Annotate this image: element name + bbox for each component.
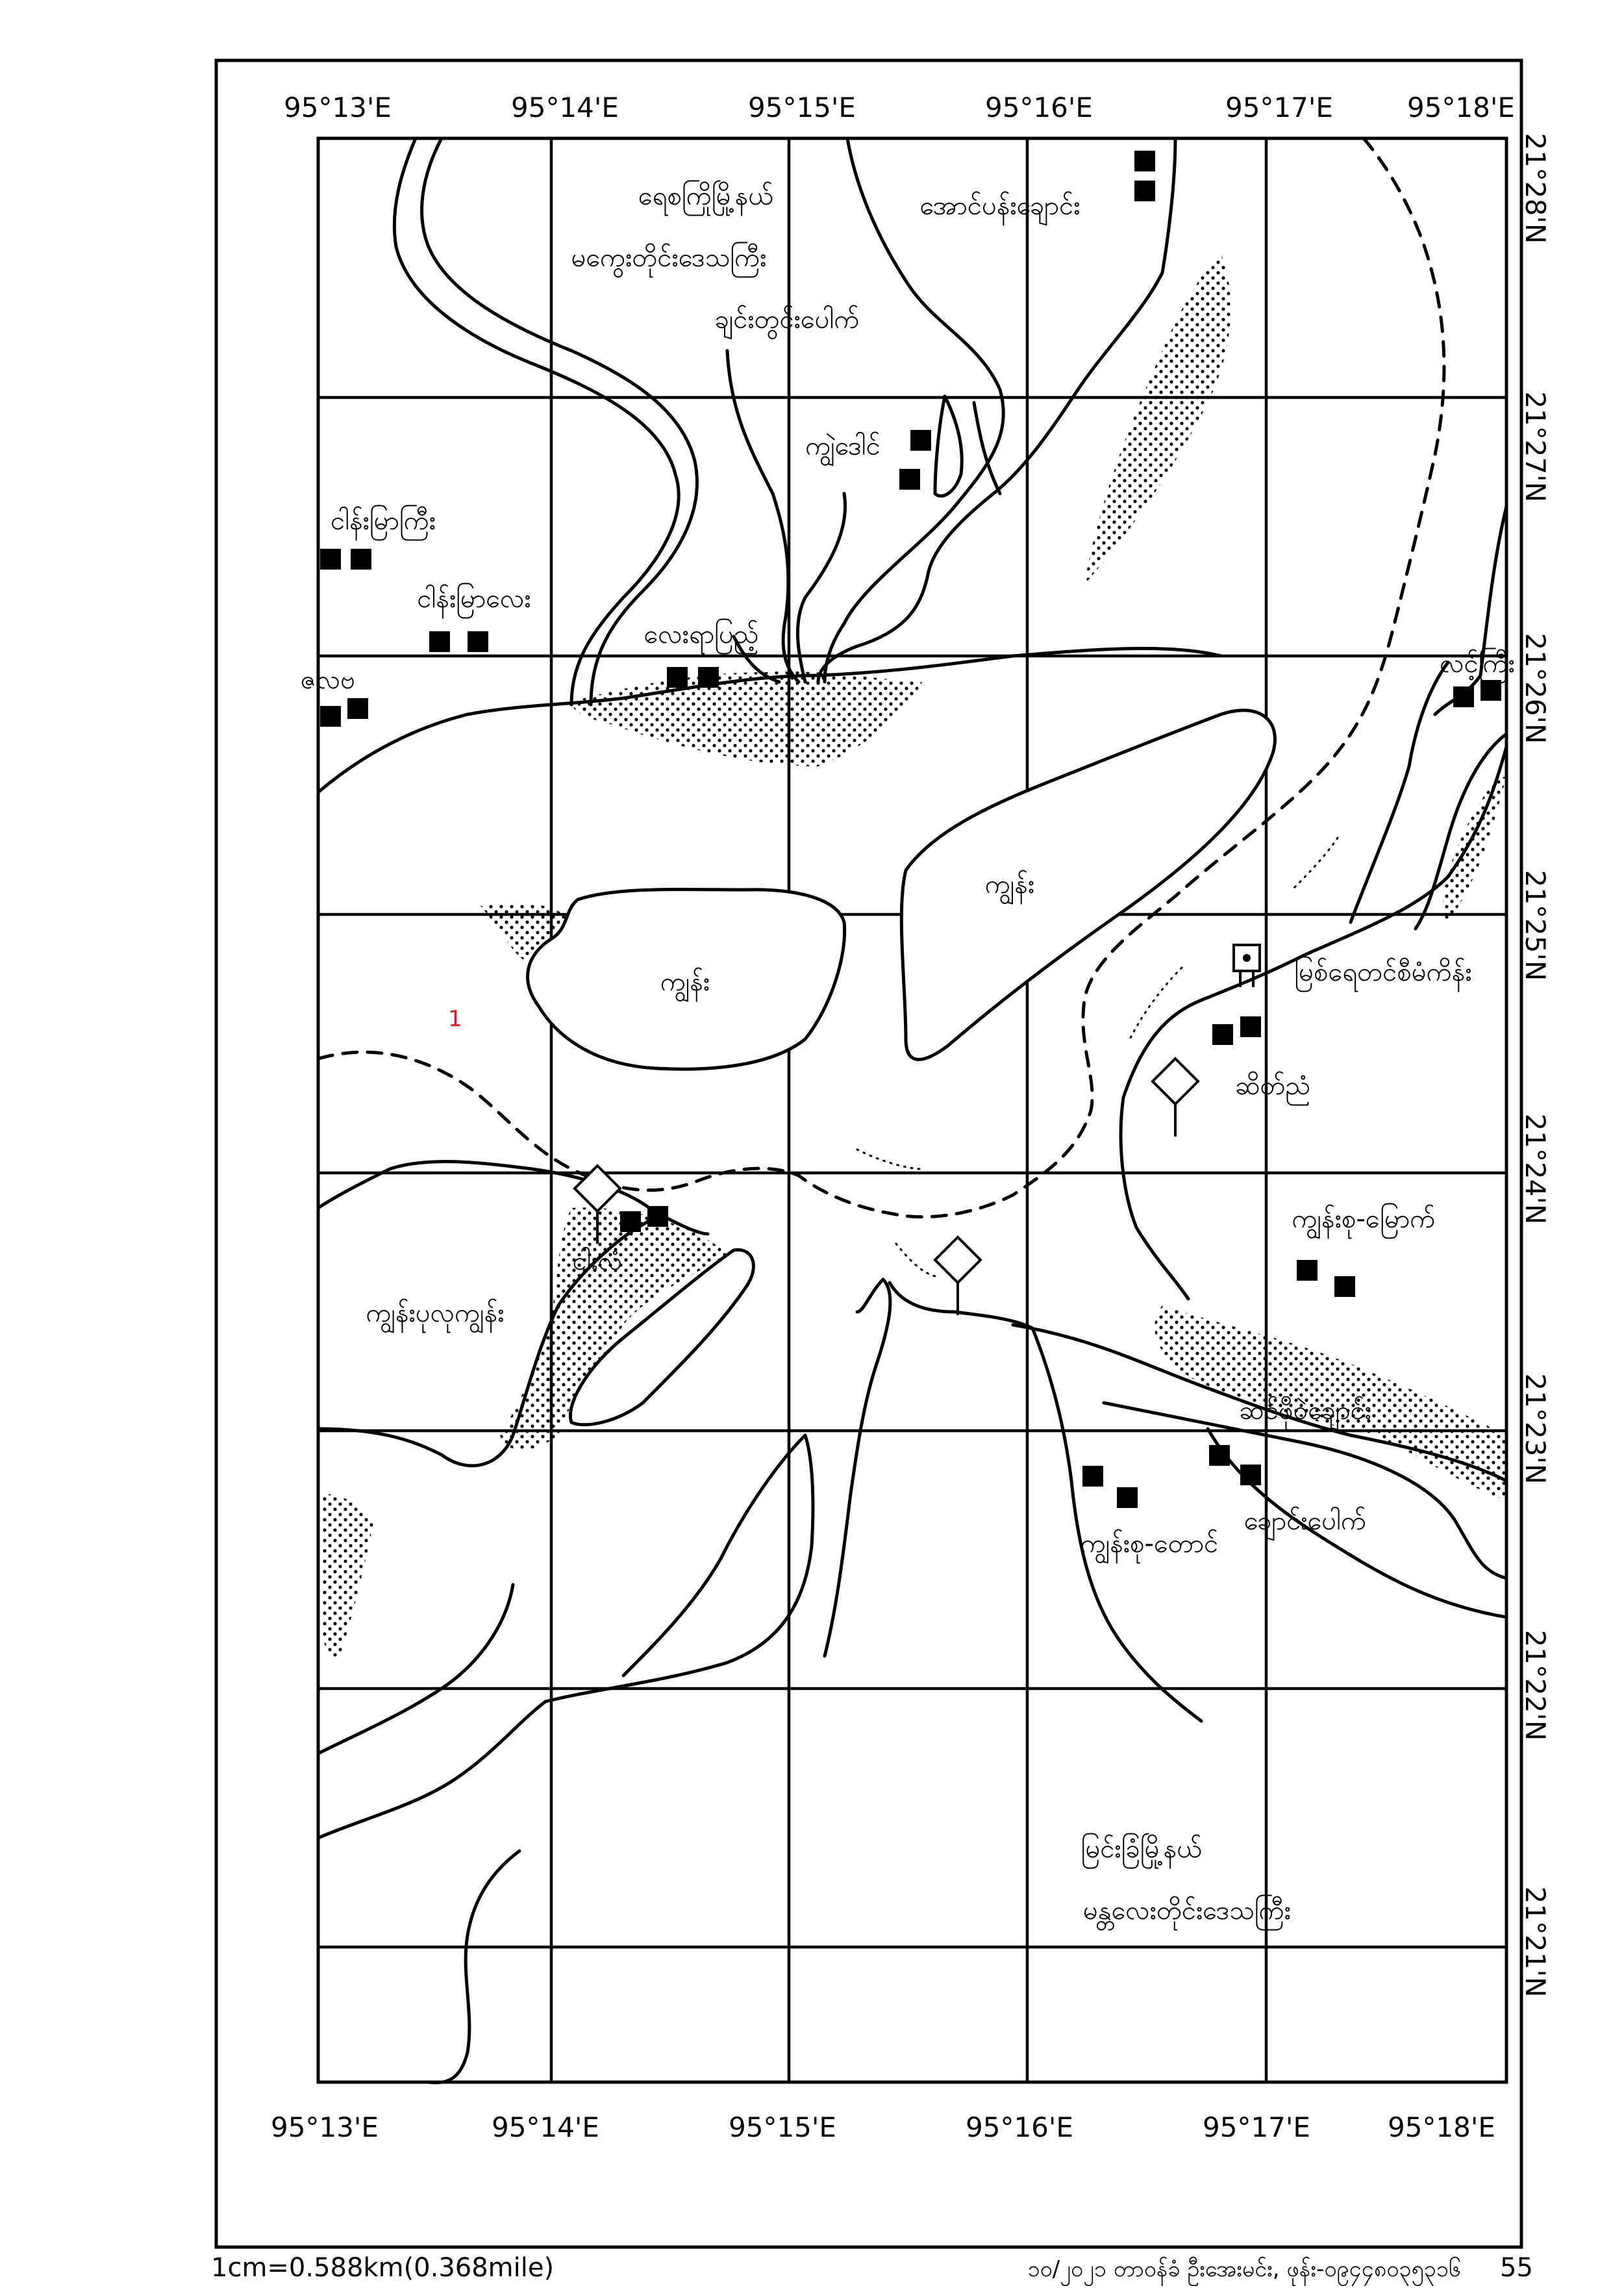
page-number: 55 xyxy=(1500,2253,1533,2283)
pump-station-icon xyxy=(1232,944,1261,987)
label-sin-pho-chaung: ဆင်ဖိုဝဲချောင်း xyxy=(1239,1396,1371,1431)
village-icon xyxy=(1134,181,1155,201)
label-ngalone: ငါးလံ xyxy=(573,1246,623,1276)
village-icon xyxy=(910,430,931,451)
lat-label: 21°23'N xyxy=(1519,1374,1551,1485)
pagoda-icon xyxy=(1151,1057,1200,1137)
label-kyun-su-myauk: ကျွန်းစု-မြောက် xyxy=(1292,1203,1436,1239)
village-icon xyxy=(429,631,450,652)
island-central xyxy=(899,709,1277,1061)
lat-label: 21°28'N xyxy=(1519,133,1551,244)
lon-bottom-label: 95°13'E xyxy=(271,2111,379,2143)
label-chaung-pauk: ချောင်းပေါက် xyxy=(1244,1506,1366,1541)
lon-top-label: 95°17'E xyxy=(1225,92,1333,123)
lat-label: 21°22'N xyxy=(1519,1630,1551,1741)
lon-bottom-label: 95°14'E xyxy=(492,2111,599,2143)
label-mandalay-region: မန္တလေးတိုင်းဒေသကြီး xyxy=(1083,1895,1291,1931)
village-icon xyxy=(1240,1016,1261,1037)
minor-streams xyxy=(856,836,1339,1277)
village-icon xyxy=(667,667,688,688)
lat-label: 21°27'N xyxy=(1519,392,1551,503)
village-icon xyxy=(468,631,488,652)
label-kyun-su-taung: ကျွန်းစု-တောင် xyxy=(1081,1529,1219,1564)
label-kyun-west: ကျွန်း xyxy=(660,967,710,1002)
scale-text: 1cm=0.588km(0.368mile) xyxy=(211,2253,554,2283)
lat-label: 21°21'N xyxy=(1519,1887,1551,1998)
village-icon xyxy=(698,667,719,688)
lon-top-label: 95°18'E xyxy=(1407,92,1515,123)
latitude-labels: 21°28'N 21°27'N 21°26'N 21°25'N 21°24'N … xyxy=(1519,133,1551,1998)
lon-top-label: 95°14'E xyxy=(511,92,619,123)
village-icon xyxy=(1134,151,1155,171)
label-lay-ya-pyi: လေးရာပြည့် xyxy=(644,619,759,655)
village-icon xyxy=(1212,1024,1233,1045)
village-icon xyxy=(347,698,368,719)
map-neatline xyxy=(316,136,1508,2084)
lon-bottom-label: 95°15'E xyxy=(729,2111,836,2143)
label-myingyan-township: မြင်းခြံမြို့နယ် xyxy=(1081,1833,1202,1869)
village-icon xyxy=(1297,1260,1318,1281)
label-zalwa: ဇလဗ xyxy=(301,665,355,695)
lon-bottom-label: 95°16'E xyxy=(966,2111,1073,2143)
label-magway-region: မကွေးတိုင်းဒေသကြီး xyxy=(571,242,767,278)
lon-top-label: 95°13'E xyxy=(284,92,392,123)
village-icon xyxy=(1209,1445,1230,1466)
village-icon xyxy=(1082,1466,1103,1487)
page-frame xyxy=(214,58,1523,2249)
place-labels: ရေစကြိုမြို့နယ် မကွေးတိုင်းဒေသကြီး ချင်း… xyxy=(301,181,1515,1931)
river-banks xyxy=(316,136,1223,794)
island-west xyxy=(526,887,847,1071)
village-icon xyxy=(620,1211,641,1232)
administrative-boundary xyxy=(316,136,1446,1219)
pagoda-icon xyxy=(933,1235,982,1315)
label-myit-ye-station: မြစ်ရေတင်စီမံကိန်း xyxy=(1294,957,1471,992)
lat-label: 21°24'N xyxy=(1519,1114,1551,1225)
lon-bottom-label: 95°18'E xyxy=(1388,2111,1495,2143)
label-kyun-central: ကျွန်း xyxy=(985,870,1034,905)
route-marker-label: 1 xyxy=(448,1006,462,1032)
label-chin-twin-pauk: ချင်းတွင်းပေါက် xyxy=(714,305,859,340)
label-aung-pan-chaung: အောင်ပန်းချောင်း xyxy=(920,191,1081,226)
label-kyun-pu-lu: ကျွန်းပုလုကျွန်း xyxy=(366,1298,505,1333)
label-saik-ti: ဆိတ်ညံ xyxy=(1235,1071,1310,1106)
longitude-labels-bottom: 95°13'E 95°14'E 95°15'E 95°16'E 95°17'E … xyxy=(271,2111,1495,2143)
lon-top-label: 95°15'E xyxy=(748,92,856,123)
label-kyun-daw-kin: ကျွဲဒေါင် xyxy=(805,431,881,466)
label-ngan-myar-lay: ငါန်းမြာလေး xyxy=(417,583,531,619)
label-yaykyi-township: ရေစကြိုမြို့နယ် xyxy=(638,181,773,216)
island-ngalone xyxy=(569,1248,755,1427)
pagoda-markers xyxy=(573,1057,1200,1315)
village-icon xyxy=(1480,680,1501,701)
village-icon xyxy=(1453,686,1474,707)
graticule xyxy=(318,138,1506,2082)
village-icon xyxy=(1240,1465,1261,1485)
village-icon xyxy=(320,706,341,727)
lon-top-label: 95°16'E xyxy=(985,92,1093,123)
pagoda-icon xyxy=(573,1164,622,1244)
islands xyxy=(526,709,1277,1427)
village-icon xyxy=(899,469,920,490)
village-icon xyxy=(1334,1276,1355,1297)
village-icon xyxy=(320,549,341,570)
village-markers xyxy=(320,151,1501,1508)
river-banks-south xyxy=(316,505,1508,2085)
lat-label: 21°25'N xyxy=(1519,870,1551,981)
longitude-labels-top: 95°13'E 95°14'E 95°15'E 95°16'E 95°17'E … xyxy=(284,92,1515,123)
village-icon xyxy=(647,1206,668,1227)
credit-text: ၁၀/၂၀၂၁ တာဝန်ခံ ဦးအေးမင်း, ဖုန်း-၀၉၄၄၈၀၃… xyxy=(1028,2256,1461,2286)
lon-bottom-label: 95°17'E xyxy=(1203,2111,1310,2143)
label-ngan-myar-gyi: ငါန်းမြာကြီး xyxy=(331,505,436,541)
village-icon xyxy=(351,549,371,570)
lat-label: 21°26'N xyxy=(1519,633,1551,744)
label-lin-kyi: လင့်ကြီး xyxy=(1440,648,1515,684)
village-icon xyxy=(1117,1487,1138,1508)
